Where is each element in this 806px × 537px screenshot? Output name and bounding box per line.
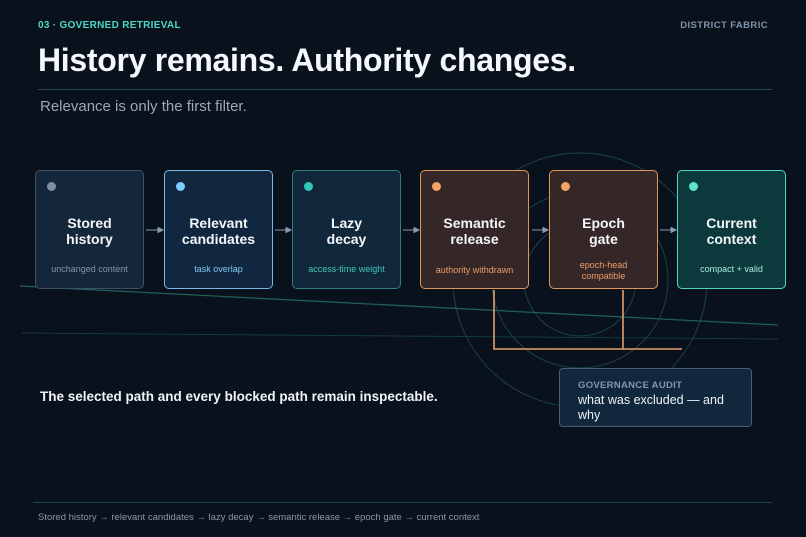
audit-body: what was excluded — and why bbox=[578, 393, 724, 422]
page-title: History remains. Authority changes. bbox=[38, 42, 576, 78]
stage-note: unchanged content bbox=[51, 264, 128, 274]
stage-note: compact + valid bbox=[700, 264, 763, 274]
decor-sweep-line bbox=[19, 285, 779, 326]
audit-heading: GOVERNANCE AUDIT bbox=[578, 380, 683, 391]
brand-label: DISTRICT FABRIC bbox=[680, 20, 768, 31]
footer-divider bbox=[33, 502, 772, 503]
stage-dot bbox=[432, 182, 441, 191]
stage-dot bbox=[47, 182, 56, 191]
stage-note: task overlap bbox=[194, 264, 243, 274]
blocked-path-connector bbox=[493, 290, 682, 350]
footer-summary: Stored history → relevant candidates → l… bbox=[38, 512, 480, 523]
title-divider bbox=[38, 89, 772, 90]
flow-arrows bbox=[146, 226, 678, 234]
diagram-caption: The selected path and every blocked path… bbox=[40, 389, 438, 404]
stage-dot bbox=[689, 182, 698, 191]
section-eyebrow: 03 · GOVERNED RETRIEVAL bbox=[38, 20, 181, 31]
page-subtitle: Relevance is only the first filter. bbox=[40, 98, 247, 115]
decor-base-line bbox=[21, 332, 779, 340]
governance-audit-callout: GOVERNANCE AUDIT what was excluded — and… bbox=[559, 368, 752, 427]
stage-dot bbox=[561, 182, 570, 191]
stage-dot bbox=[304, 182, 313, 191]
stage-note: authority withdrawn bbox=[435, 265, 514, 275]
stage-note: access-time weight bbox=[308, 264, 385, 274]
stage-dot bbox=[176, 182, 185, 191]
